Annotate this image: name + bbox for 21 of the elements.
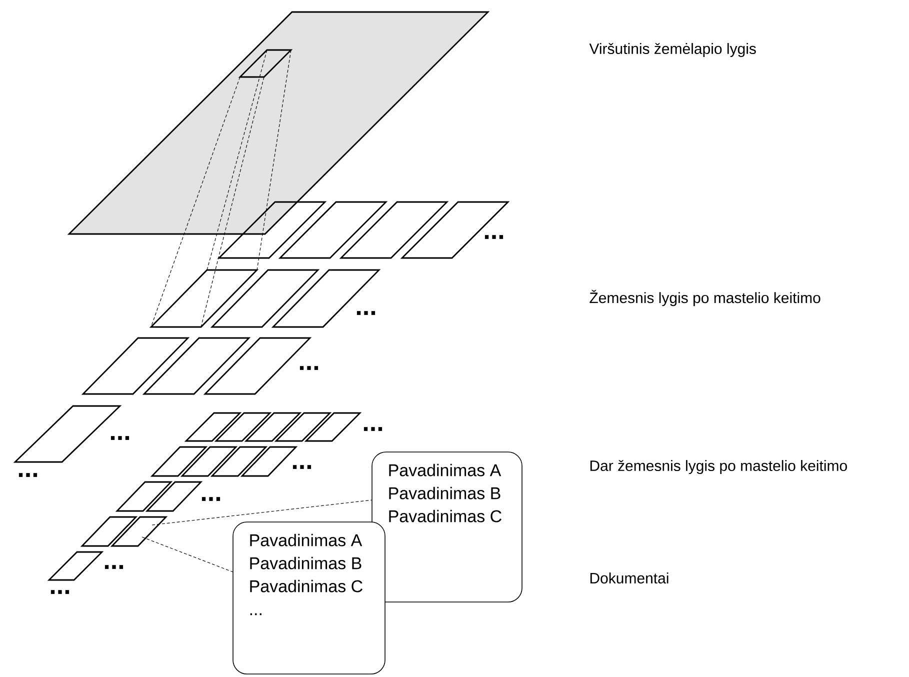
- ellipsis: ...: [356, 311, 376, 315]
- document-card: Pavadinimas A Pavadinimas B Pavadinimas C ...: [232, 522, 386, 674]
- leader-line: [256, 50, 292, 270]
- leader-line: [150, 76, 240, 328]
- level-label: Žemesnis lygis po mastelio keitimo: [590, 290, 820, 306]
- ellipsis: ...: [202, 497, 220, 501]
- leader-line: [142, 536, 234, 572]
- level-label: Dar žemesnis lygis po mastelio keitimo: [590, 460, 847, 474]
- ellipsis: ...: [50, 590, 70, 594]
- document-card: Pavadinimas A Pavadinimas B Pavadinimas C: [372, 452, 522, 602]
- ellipsis: ...: [104, 565, 124, 569]
- ellipsis: ...: [364, 427, 382, 431]
- ellipsis: ...: [300, 366, 318, 370]
- ellipsis: ...: [18, 473, 38, 477]
- leader-line: [152, 500, 372, 526]
- ellipsis: ...: [110, 436, 130, 440]
- leader-line: [200, 76, 264, 328]
- level-label: Dokumentai: [590, 572, 668, 584]
- level-label: Viršutinis žemėlapio lygis: [589, 43, 756, 57]
- ellipsis: ...: [292, 465, 312, 469]
- ellipsis: ...: [484, 235, 504, 239]
